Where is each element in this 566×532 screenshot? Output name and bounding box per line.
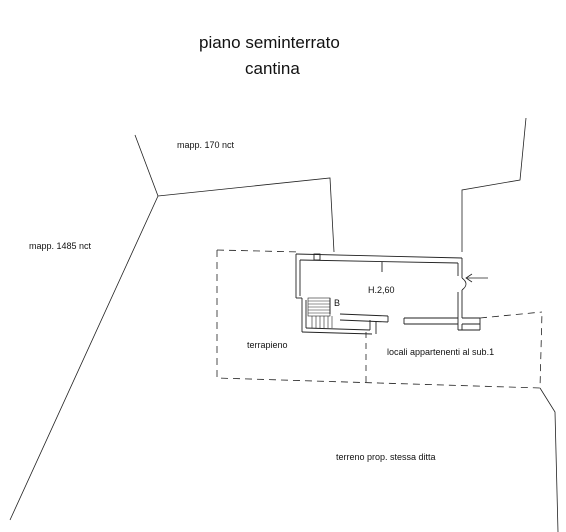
- cellar-walls: [295, 253, 481, 335]
- dashed-top-line: [216, 249, 301, 253]
- entry-arrow-icon: [461, 273, 488, 291]
- label-mapp-1485: mapp. 1485 nct: [29, 241, 92, 251]
- label-b: B: [334, 298, 341, 308]
- label-terrapieno: terrapieno: [247, 340, 288, 350]
- dashed-area-outline: [216, 250, 543, 389]
- label-height: H.2,60: [368, 285, 395, 295]
- dashed-right-top: [479, 311, 543, 319]
- label-mapp-170: mapp. 170 nct: [177, 140, 235, 150]
- title-line-1: piano seminterrato: [199, 33, 340, 52]
- boundary-line-left: [9, 134, 159, 521]
- boundary-line-top: [157, 177, 335, 253]
- title-line-2: cantina: [245, 59, 300, 78]
- boundary-line-right: [461, 117, 527, 252]
- boundary-line-far-right: [539, 387, 559, 532]
- stair: [307, 297, 333, 328]
- label-terreno: terreno prop. stessa ditta: [336, 452, 436, 462]
- label-locali: locali appartenenti al sub.1: [387, 347, 495, 357]
